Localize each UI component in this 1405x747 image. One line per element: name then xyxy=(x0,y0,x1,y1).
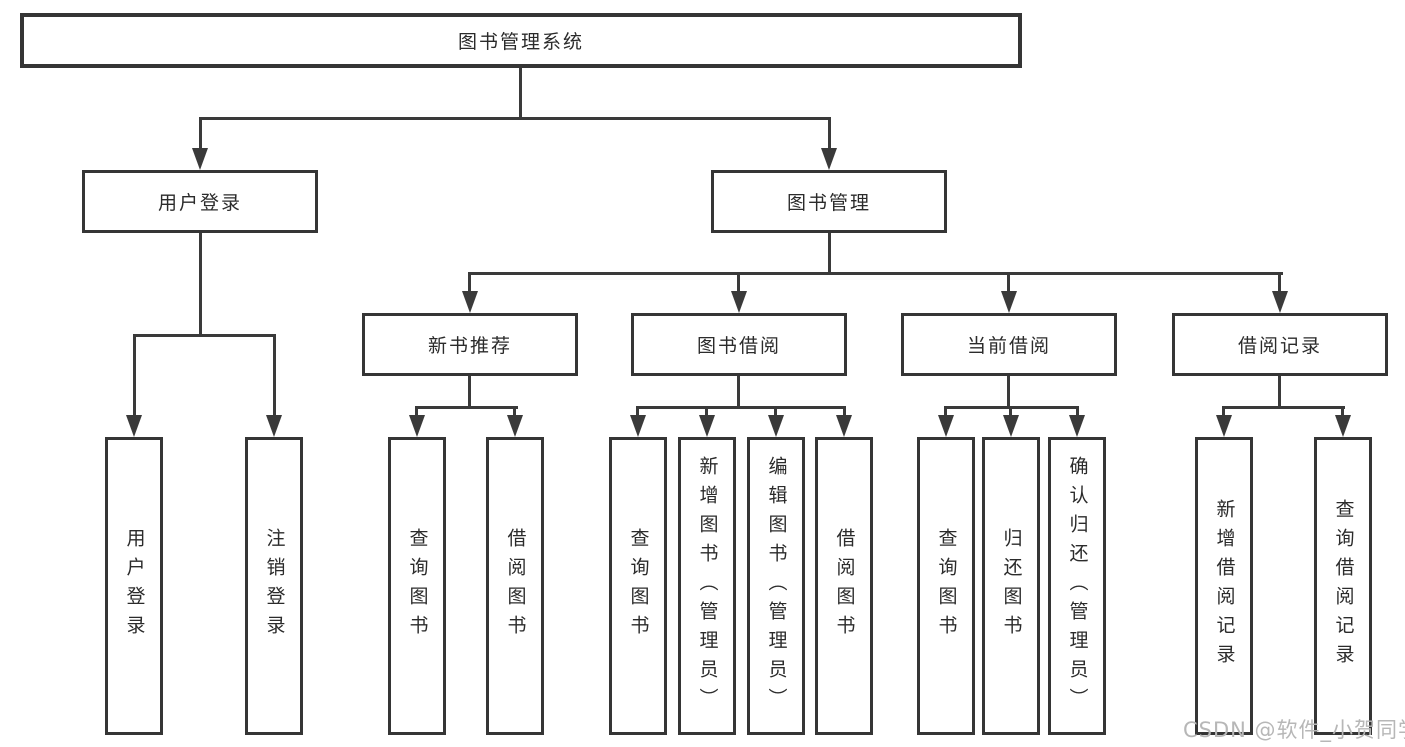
leaf-add-books-admin: 新增图书（管理员） xyxy=(678,437,736,735)
arrowhead-down-icon xyxy=(462,291,478,313)
connector-line xyxy=(1076,406,1079,418)
connector-line xyxy=(828,117,831,151)
csdn-watermark: CSDN @软件_小贺同学 xyxy=(1183,718,1405,742)
arrowhead-down-icon xyxy=(1272,291,1288,313)
connector-line xyxy=(636,406,639,418)
connector-line xyxy=(199,233,202,337)
leaf-label: 归还图书 xyxy=(1000,528,1023,644)
connector-line xyxy=(513,406,516,418)
arrowhead-down-icon xyxy=(1335,415,1351,437)
connector-line xyxy=(944,406,947,418)
connector-line xyxy=(774,406,777,418)
connector-line xyxy=(737,272,740,294)
node-new-book-recommend: 新书推荐 xyxy=(362,313,578,376)
arrowhead-down-icon xyxy=(1003,415,1019,437)
leaf-query-books-recommend: 查询图书 xyxy=(388,437,446,735)
leaf-label: 查询图书 xyxy=(627,528,650,644)
connector-line xyxy=(1222,406,1225,418)
connector-line xyxy=(133,334,276,337)
leaf-query-borrow-record: 查询借阅记录 xyxy=(1314,437,1372,735)
leaf-label: 新增图书（管理员） xyxy=(696,455,719,717)
leaf-add-borrow-record: 新增借阅记录 xyxy=(1195,437,1253,735)
leaf-label: 确认归还（管理员） xyxy=(1066,455,1089,717)
connector-line xyxy=(636,406,846,409)
connector-line xyxy=(273,334,276,418)
node-current-borrow: 当前借阅 xyxy=(901,313,1117,376)
leaf-label: 新增借阅记录 xyxy=(1213,499,1236,673)
connector-line xyxy=(1222,406,1345,409)
arrowhead-down-icon xyxy=(731,291,747,313)
arrowhead-down-icon xyxy=(630,415,646,437)
leaf-borrow-books: 借阅图书 xyxy=(815,437,873,735)
node-borrow-records: 借阅记录 xyxy=(1172,313,1388,376)
connector-line xyxy=(199,117,831,120)
connector-line xyxy=(468,376,471,409)
leaf-label: 用户登录 xyxy=(123,528,146,644)
leaf-label: 查询图书 xyxy=(406,528,429,644)
leaf-label: 编辑图书（管理员） xyxy=(765,455,788,717)
leaf-label: 注销登录 xyxy=(263,528,286,644)
leaf-query-books-current: 查询图书 xyxy=(917,437,975,735)
connector-line xyxy=(468,272,471,294)
leaf-label: 查询图书 xyxy=(935,528,958,644)
connector-line xyxy=(1278,376,1281,409)
connector-line xyxy=(705,406,708,418)
node-book-borrow: 图书借阅 xyxy=(631,313,847,376)
leaf-label: 借阅图书 xyxy=(504,528,527,644)
arrowhead-down-icon xyxy=(507,415,523,437)
node-book-management: 图书管理 xyxy=(711,170,947,233)
arrowhead-down-icon xyxy=(768,415,784,437)
arrowhead-down-icon xyxy=(126,415,142,437)
node-library-system: 图书管理系统 xyxy=(20,13,1022,68)
arrowhead-down-icon xyxy=(1216,415,1232,437)
leaf-return-books: 归还图书 xyxy=(982,437,1040,735)
arrowhead-down-icon xyxy=(836,415,852,437)
connector-line xyxy=(199,117,202,151)
leaf-label: 借阅图书 xyxy=(833,528,856,644)
arrowhead-down-icon xyxy=(1001,291,1017,313)
leaf-borrow-books-recommend: 借阅图书 xyxy=(486,437,544,735)
connector-line xyxy=(1007,376,1010,409)
connector-line xyxy=(828,233,831,274)
leaf-edit-books-admin: 编辑图书（管理员） xyxy=(747,437,805,735)
leaf-confirm-return-admin: 确认归还（管理员） xyxy=(1048,437,1106,735)
node-user-login: 用户登录 xyxy=(82,170,318,233)
arrowhead-down-icon xyxy=(1069,415,1085,437)
leaf-user-login: 用户登录 xyxy=(105,437,163,735)
arrowhead-down-icon xyxy=(821,148,837,170)
connector-line xyxy=(1007,272,1010,294)
connector-line xyxy=(843,406,846,418)
connector-line xyxy=(737,376,740,409)
connector-line xyxy=(1278,272,1281,294)
arrowhead-down-icon xyxy=(409,415,425,437)
connector-line xyxy=(1341,406,1344,418)
leaf-label: 查询借阅记录 xyxy=(1332,499,1355,673)
arrowhead-down-icon xyxy=(938,415,954,437)
connector-line xyxy=(133,334,136,418)
arrowhead-down-icon xyxy=(266,415,282,437)
leaf-logout: 注销登录 xyxy=(245,437,303,735)
arrowhead-down-icon xyxy=(192,148,208,170)
leaf-query-books-borrow: 查询图书 xyxy=(609,437,667,735)
connector-line xyxy=(415,406,418,418)
connector-line xyxy=(519,68,522,119)
connector-line xyxy=(468,272,1283,275)
connector-line xyxy=(415,406,518,409)
arrowhead-down-icon xyxy=(699,415,715,437)
connector-line xyxy=(1009,406,1012,418)
